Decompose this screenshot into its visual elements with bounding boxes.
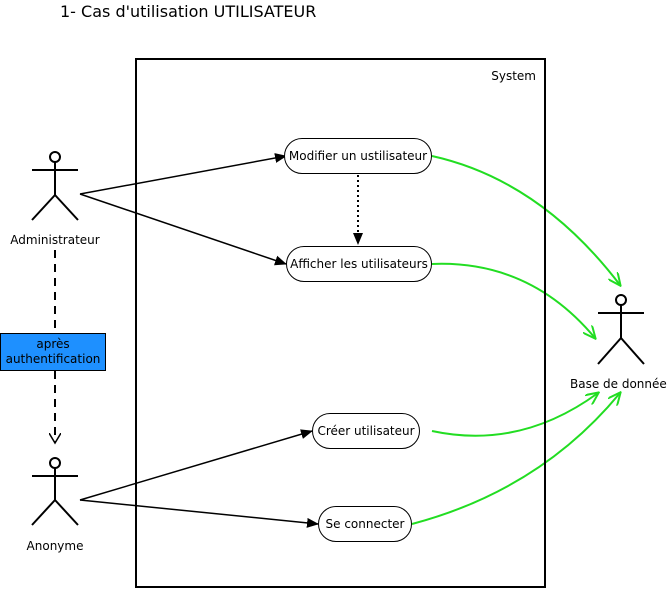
link-connecter-base xyxy=(411,393,620,525)
association-links xyxy=(79,153,319,528)
note-apres-authentification: après authentification xyxy=(0,333,106,371)
system-label: System xyxy=(491,69,536,83)
actor-anonyme-figure xyxy=(31,457,79,526)
actor-base-label: Base de donnée xyxy=(570,377,667,391)
usecase-se-connecter[interactable]: Se connecter xyxy=(318,506,412,542)
link-modifier-base xyxy=(431,155,620,285)
actor-administrateur-label: Administrateur xyxy=(10,233,100,247)
usecase-modifier-utilisateur[interactable]: Modifier un ustilisateur xyxy=(284,138,432,174)
database-links xyxy=(411,155,620,525)
usecase-afficher-utilisateurs[interactable]: Afficher les utilisateurs xyxy=(286,246,432,282)
link-afficher-base xyxy=(431,262,595,338)
note-line-2: authentification xyxy=(5,352,101,366)
actor-base-figure xyxy=(597,294,645,365)
link-anonyme-connecter xyxy=(79,499,319,528)
link-anonyme-creer xyxy=(79,429,313,501)
system-boundary: System xyxy=(135,58,546,588)
page-title: 1- Cas d'utilisation UTILISATEUR xyxy=(60,2,317,21)
link-admin-modifier xyxy=(79,153,287,195)
usecase-creer-utilisateur[interactable]: Créer utilisateur xyxy=(312,413,420,449)
note-line-1: après xyxy=(36,337,70,351)
link-creer-base xyxy=(431,393,598,437)
actor-administrateur-figure xyxy=(31,151,79,221)
link-admin-afficher xyxy=(79,193,287,266)
actor-anonyme-label: Anonyme xyxy=(26,539,84,553)
